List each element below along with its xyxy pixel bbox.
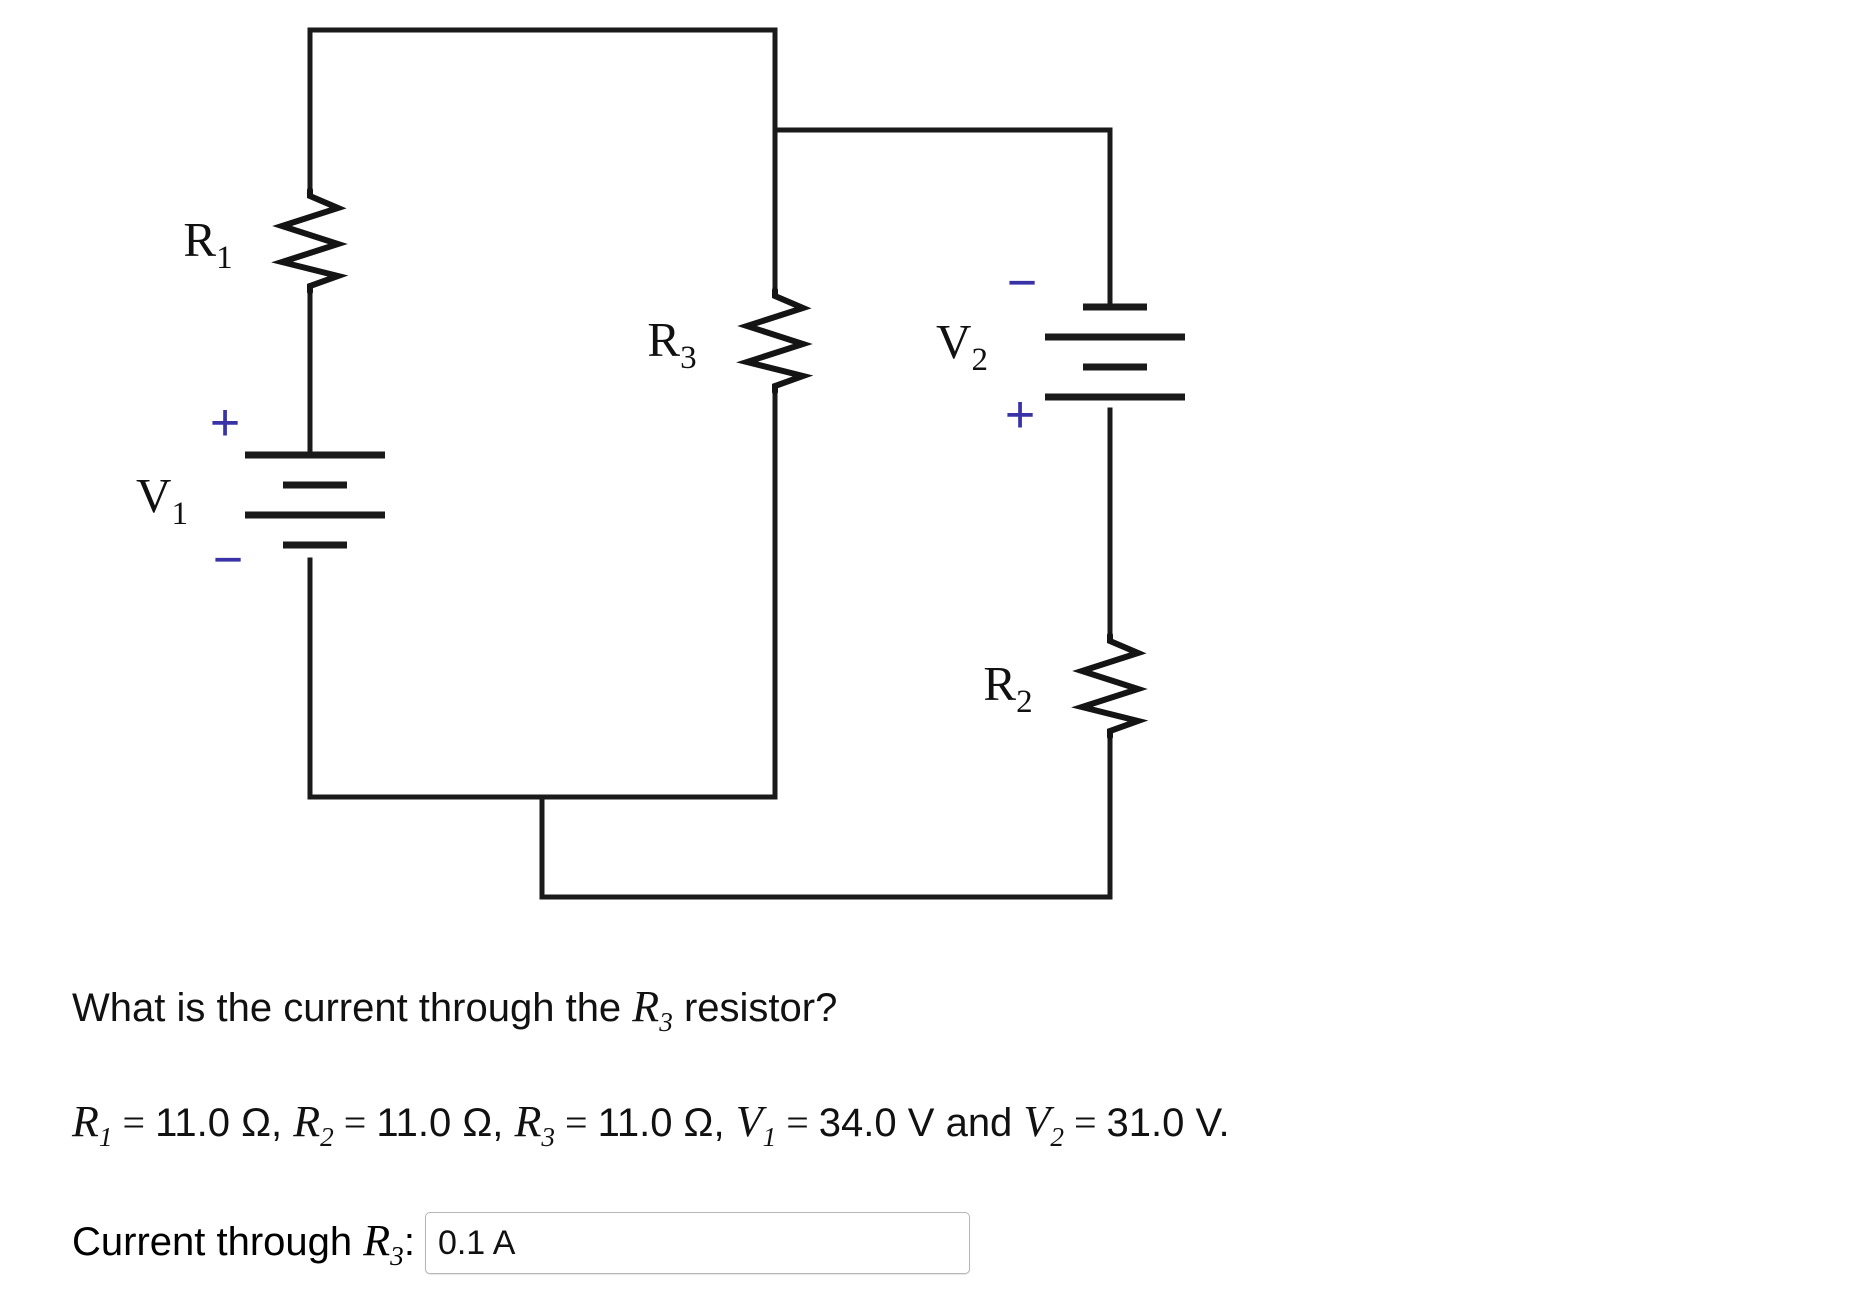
- battery-v1: + − V1: [136, 394, 385, 589]
- value-v1: 34.0 V: [818, 1101, 935, 1145]
- resistor-r1: R1: [183, 187, 349, 295]
- r1-zigzag: [271, 187, 349, 295]
- v2-positive-sign: +: [1005, 386, 1035, 444]
- resistor-r2: R2: [983, 632, 1149, 740]
- eq-4: =: [776, 1100, 819, 1145]
- value-v2-symbol: V2: [1023, 1097, 1064, 1152]
- comma-3: ,: [713, 1101, 736, 1145]
- r2-zigzag: [1071, 632, 1149, 740]
- current-answer-input[interactable]: [424, 1212, 970, 1274]
- r3-label: R3: [647, 312, 696, 376]
- period: .: [1218, 1101, 1230, 1145]
- value-r3: 11.0 Ω: [597, 1101, 714, 1145]
- conjunction: and: [934, 1101, 1024, 1145]
- value-v2: 31.0 V: [1106, 1101, 1219, 1145]
- resistor-r3: R3: [647, 287, 814, 395]
- comma-1: ,: [271, 1101, 294, 1145]
- circuit-schematic-svg: R1 + − V1 R3: [136, 27, 1185, 900]
- answer-label: Current through R3:: [72, 1215, 415, 1272]
- given-values-text: R1 = 11.0 Ω, R2 = 11.0 Ω, R3 = 11.0 Ω, V…: [72, 1100, 1230, 1151]
- r2-label: R2: [983, 656, 1032, 720]
- answer-label-prefix: Current through: [72, 1219, 364, 1264]
- answer-label-variable: R3: [363, 1215, 404, 1271]
- battery-v2: − + V2: [936, 254, 1185, 444]
- question-variable: R3: [632, 982, 673, 1037]
- eq-2: =: [333, 1100, 377, 1145]
- value-r2-symbol: R2: [293, 1097, 334, 1152]
- question-suffix: resistor?: [672, 986, 838, 1030]
- circuit-diagram: R1 + − V1 R3: [136, 27, 1185, 900]
- value-r1-symbol: R1: [72, 1097, 113, 1152]
- v2-label: V2: [936, 314, 988, 378]
- v1-positive-sign: +: [210, 394, 240, 452]
- answer-label-suffix: :: [403, 1219, 415, 1264]
- circuit-wires: [307, 27, 1113, 900]
- value-v1-symbol: V1: [735, 1097, 777, 1152]
- v1-label: V1: [136, 468, 188, 532]
- v1-negative-sign: −: [213, 531, 243, 589]
- v2-negative-sign: −: [1007, 254, 1037, 312]
- question-prefix: What is the current through the: [72, 986, 633, 1030]
- r3-zigzag: [736, 287, 814, 395]
- r1-label: R1: [183, 212, 232, 276]
- eq-1: =: [112, 1100, 156, 1145]
- answer-row: Current through R3:: [72, 1212, 970, 1274]
- value-r2: 11.0 Ω: [376, 1101, 493, 1145]
- eq-3: =: [555, 1100, 598, 1145]
- comma-2: ,: [492, 1101, 515, 1145]
- question-text: What is the current through the R3 resis…: [72, 985, 837, 1036]
- eq-5: =: [1063, 1100, 1107, 1145]
- value-r3-symbol: R3: [514, 1097, 555, 1152]
- value-r1: 11.0 Ω: [155, 1101, 271, 1145]
